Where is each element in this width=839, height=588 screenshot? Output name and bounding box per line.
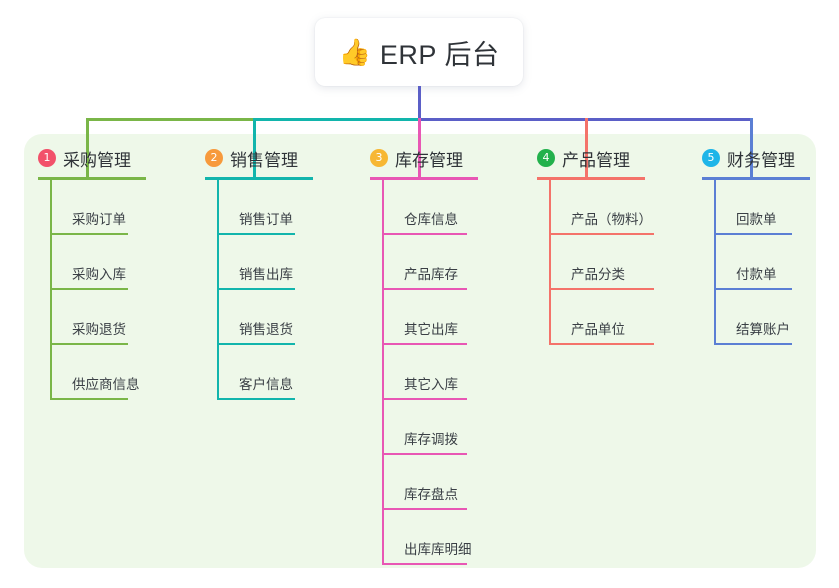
root-title: ERP 后台 xyxy=(379,39,500,70)
column-drop-line-3 xyxy=(418,118,421,177)
leaf-spine-4 xyxy=(549,180,551,345)
branch-title-5: 财务管理 xyxy=(727,150,795,170)
branch-column-1: 1 采购管理采购订单采购入库采购退货供应商信息 xyxy=(38,146,146,400)
leaf-underline xyxy=(549,288,654,290)
leaf-label: 产品（物料） xyxy=(571,212,652,227)
leaf-label: 客户信息 xyxy=(239,377,293,392)
leaf-label: 采购订单 xyxy=(72,212,126,227)
branch-underline-3 xyxy=(370,177,478,180)
leaf-underline xyxy=(217,288,295,290)
branch-header-4[interactable]: 4 产品管理 xyxy=(537,146,630,170)
leaf-label: 销售出库 xyxy=(239,267,293,282)
leaf-label: 产品单位 xyxy=(571,322,625,337)
branch-badge-5: 5 xyxy=(702,149,720,167)
leaf-label: 库存调拨 xyxy=(404,432,458,447)
branch-header-5[interactable]: 5 财务管理 xyxy=(702,146,795,170)
leaf-underline xyxy=(549,343,654,345)
leaf-underline xyxy=(714,343,792,345)
branch-column-4: 4 产品管理产品（物料） 产品分类产品单位 xyxy=(537,146,654,345)
leaf-label: 其它出库 xyxy=(404,322,458,337)
branch-column-5: 5 财务管理回款单付款单结算账户 xyxy=(702,146,810,345)
leaf-underline xyxy=(50,398,128,400)
leaf-label: 其它入库 xyxy=(404,377,458,392)
leaf-label: 采购退货 xyxy=(72,322,126,337)
branch-badge-3: 3 xyxy=(370,149,388,167)
branch-title-3: 库存管理 xyxy=(395,150,463,170)
root-drop-line xyxy=(418,86,421,118)
leaf-label: 回款单 xyxy=(736,212,777,227)
branch-underline-5 xyxy=(702,177,810,180)
branch-underline-2 xyxy=(205,177,313,180)
leaf-label: 结算账户 xyxy=(736,322,790,337)
leaf-underline xyxy=(382,343,467,345)
branch-column-2: 2 销售管理销售订单销售出库销售退货客户信息 xyxy=(205,146,313,400)
leaf-label: 付款单 xyxy=(736,267,777,282)
bus-segment-teal xyxy=(253,118,418,121)
leaf-underline xyxy=(382,508,467,510)
leaf-underline xyxy=(714,233,792,235)
leaf-underline xyxy=(382,398,467,400)
leaf-underline xyxy=(217,233,295,235)
column-drop-line-4 xyxy=(585,118,588,177)
branch-header-3[interactable]: 3 库存管理 xyxy=(370,146,463,170)
leaf-spine-2 xyxy=(217,180,219,400)
leaf-label: 产品分类 xyxy=(571,267,625,282)
branch-header-2[interactable]: 2 销售管理 xyxy=(205,146,298,170)
branch-column-3: 3 库存管理仓库信息产品库存其它出库其它入库库存调拨库存盘点出库库明细 xyxy=(370,146,478,565)
leaf-label: 销售退货 xyxy=(239,322,293,337)
leaf-underline xyxy=(217,398,295,400)
bus-segment-green xyxy=(86,118,256,121)
background-panel xyxy=(24,134,816,568)
leaf-label: 销售订单 xyxy=(239,212,293,227)
leaf-underline xyxy=(382,233,467,235)
leaf-spine-1 xyxy=(50,180,52,400)
thumbs-up-icon: 👍 xyxy=(338,37,371,67)
leaf-spine-3 xyxy=(382,180,384,565)
leaf-underline xyxy=(714,288,792,290)
branch-header-1[interactable]: 1 采购管理 xyxy=(38,146,131,170)
column-drop-line-2 xyxy=(253,118,256,177)
branch-badge-2: 2 xyxy=(205,149,223,167)
leaf-label: 产品库存 xyxy=(404,267,458,282)
root-node[interactable]: 👍 ERP 后台 xyxy=(315,18,523,86)
column-drop-line-5 xyxy=(750,118,753,177)
branch-underline-4 xyxy=(537,177,645,180)
leaf-label: 出库库明细 xyxy=(404,542,472,557)
column-drop-line-1 xyxy=(86,118,89,177)
leaf-label: 仓库信息 xyxy=(404,212,458,227)
leaf-underline xyxy=(50,233,128,235)
branch-underline-1 xyxy=(38,177,146,180)
branch-title-2: 销售管理 xyxy=(230,150,298,170)
leaf-spine-5 xyxy=(714,180,716,345)
leaf-underline xyxy=(382,288,467,290)
branch-badge-4: 4 xyxy=(537,149,555,167)
branch-title-4: 产品管理 xyxy=(562,150,630,170)
branch-badge-1: 1 xyxy=(38,149,56,167)
leaf-underline xyxy=(50,343,128,345)
leaf-label: 供应商信息 xyxy=(72,377,140,392)
leaf-label: 库存盘点 xyxy=(404,487,458,502)
branch-title-1: 采购管理 xyxy=(63,150,131,170)
leaf-underline xyxy=(50,288,128,290)
leaf-underline xyxy=(217,343,295,345)
leaf-underline xyxy=(382,563,467,565)
leaf-underline xyxy=(549,233,654,235)
leaf-label: 采购入库 xyxy=(72,267,126,282)
leaf-underline xyxy=(382,453,467,455)
